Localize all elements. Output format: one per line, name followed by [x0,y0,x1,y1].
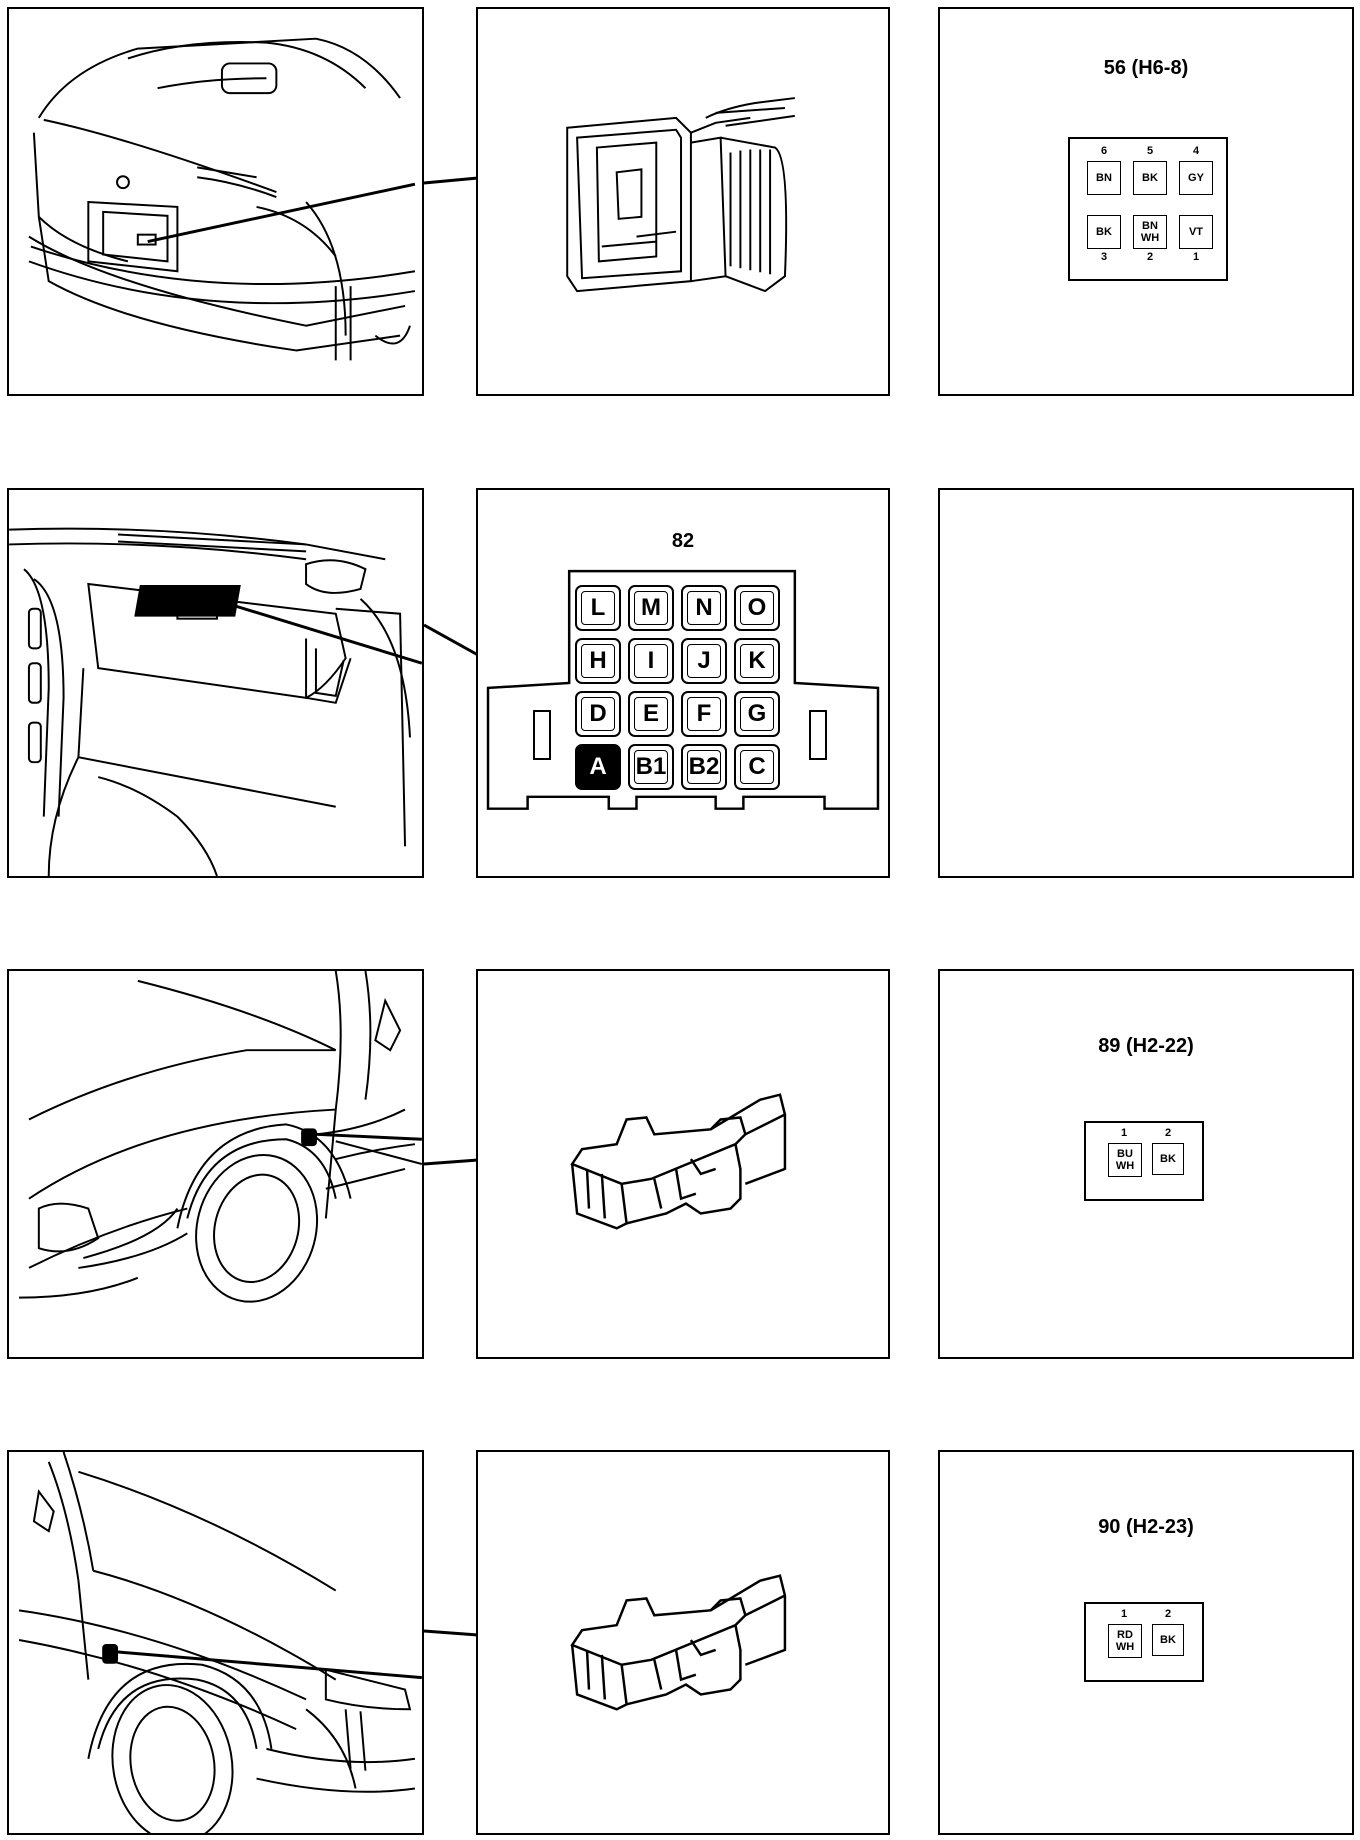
dashboard-illustration [9,527,422,876]
cavity-n: N [681,585,727,631]
location-view-front-right [7,969,424,1359]
cavity-label: D [589,700,607,727]
connector-title: 56 (H6-8) [1103,57,1189,79]
connector-housing-outline [486,569,880,810]
pin-box: BN [1087,161,1121,195]
pin-number: 1 [1120,1127,1128,1139]
cavity-b2: B2 [681,744,727,790]
connector-2-pin-illustration [570,1574,787,1711]
cavity-i: I [628,638,674,684]
cavity-g: G [734,691,780,737]
cavity-e: E [628,691,674,737]
location-view-dashboard [7,488,424,878]
pin-number: 5 [1146,145,1154,157]
guide-slot-right [809,710,827,760]
cavity-j: J [681,638,727,684]
pin-number: 3 [1100,251,1108,263]
cavity-c: C [734,744,780,790]
pin-box: BK [1133,161,1167,195]
cavity-label: C [748,753,766,780]
connector-title: 90 (H2-23) [1098,1516,1194,1538]
cavity-m: M [628,585,674,631]
cavity-label: N [695,594,713,621]
cavity-label: I [647,647,655,674]
pin-box: VT [1179,215,1213,249]
pin-number: 1 [1120,1608,1128,1620]
cavity-a: A [575,744,621,790]
connector-view-56 [476,7,890,396]
cavity-label: A [589,753,607,780]
pin-box: BK [1152,1624,1184,1656]
location-view-rear [7,7,424,396]
pin-box: BK [1152,1143,1184,1175]
car-rear-illustration [28,37,416,361]
cavity-k: K [734,638,780,684]
cavity-label: J [697,647,711,674]
pin-number: 2 [1164,1608,1172,1620]
pin-number: 6 [1100,145,1108,157]
cavity-h: H [575,638,621,684]
connector-6-pin-illustration [566,97,795,293]
cavity-label: B1 [635,753,667,780]
cavity-b1: B1 [628,744,674,790]
cavity-f: F [681,691,727,737]
cavity-label: B2 [688,753,720,780]
connector-view-89 [476,969,890,1359]
connector-view-90 [476,1450,890,1835]
cavity-label: G [747,700,767,727]
cavity-label: K [748,647,766,674]
cavity-l: L [575,585,621,631]
cavity-d: D [575,691,621,737]
cavity-label: F [696,700,712,727]
pin-number: 2 [1146,251,1154,263]
cavity-label: L [590,594,606,621]
pin-box: GY [1179,161,1213,195]
connector-title: 82 [671,530,695,552]
location-view-front-left [7,1450,424,1835]
pin-box: BK [1087,215,1121,249]
cavity-label: E [642,700,659,727]
connector-2-pin-illustration [570,1093,787,1230]
car-front-left-illustration [18,1452,422,1833]
cavity-label: O [747,594,767,621]
pin-number: 2 [1164,1127,1172,1139]
connector-view-82: 82 L M N O H I J K D E F G A B1 B2 C [476,488,890,878]
guide-slot-left [533,710,551,760]
pin-number: 1 [1192,251,1200,263]
cavity-label: H [589,647,607,674]
pinout-panel-empty [938,488,1354,878]
car-front-fender-illustration [19,971,422,1303]
cavity-o: O [734,585,780,631]
pin-number: 4 [1192,145,1200,157]
cavity-label: M [641,594,661,621]
connector-title: 89 (H2-22) [1098,1035,1194,1057]
